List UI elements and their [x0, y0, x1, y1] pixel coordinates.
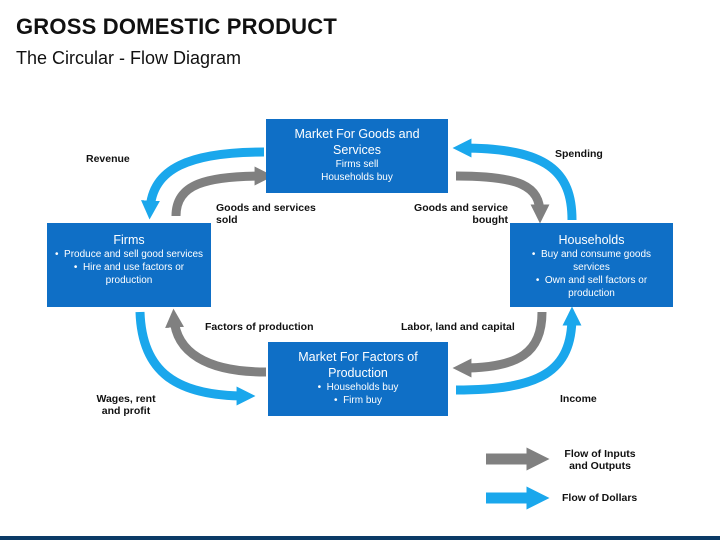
footer-bar [0, 536, 720, 540]
households-title: Households [558, 233, 625, 247]
firms-bullet-2: Hire and use factors or production [53, 261, 205, 287]
goods-market-line-2: Households buy [321, 172, 393, 183]
firms-title: Firms [113, 233, 145, 247]
factors-label: Factors of production [205, 321, 314, 333]
goods-sold-label: Goods and services sold [216, 202, 316, 226]
labor-arrow [452, 311, 547, 378]
labor-label: Labor, land and capital [401, 321, 515, 333]
firms-bullet-1: Produce and sell good services [53, 248, 205, 261]
revenue-arrow [141, 147, 265, 220]
firms-box: Firms Produce and sell good services Hir… [47, 223, 211, 307]
factors-market-box: Market For Factors of Production Househo… [268, 342, 448, 416]
legend-dollars-label: Flow of Dollars [562, 492, 638, 504]
income-arrow [455, 306, 582, 395]
wages-label: Wages, rent and profit [96, 393, 156, 417]
factors-market-title: Market For Factors of Production [298, 350, 418, 380]
goods-market-title: Market For Goods and Services [294, 127, 420, 157]
legend-inputs-label: Flow of Inputs and Outputs [564, 448, 636, 472]
factors-arrow [165, 308, 267, 377]
factors-market-bullet-2: Firm buy [274, 394, 442, 407]
page-title: GROSS DOMESTIC PRODUCT [16, 14, 337, 39]
revenue-label: Revenue [86, 153, 130, 165]
goods-bought-arrow [455, 171, 550, 224]
households-box: Households Buy and consume goods service… [510, 223, 673, 307]
goods-sold-arrow [171, 166, 274, 217]
goods-market-box: Market For Goods and Services Firms sell… [266, 119, 448, 193]
spending-label: Spending [555, 148, 603, 160]
spending-arrow [452, 138, 577, 221]
factors-market-bullet-1: Households buy [274, 381, 442, 394]
page-subtitle: The Circular - Flow Diagram [16, 48, 242, 68]
income-label: Income [560, 393, 597, 405]
wages-arrow [135, 311, 256, 406]
households-bullet-2: Own and sell factors or production [516, 274, 667, 300]
households-bullet-1: Buy and consume goods services [516, 248, 667, 274]
goods-market-line-1: Firms sell [335, 159, 379, 170]
goods-bought-label: Goods and service bought [414, 202, 508, 226]
